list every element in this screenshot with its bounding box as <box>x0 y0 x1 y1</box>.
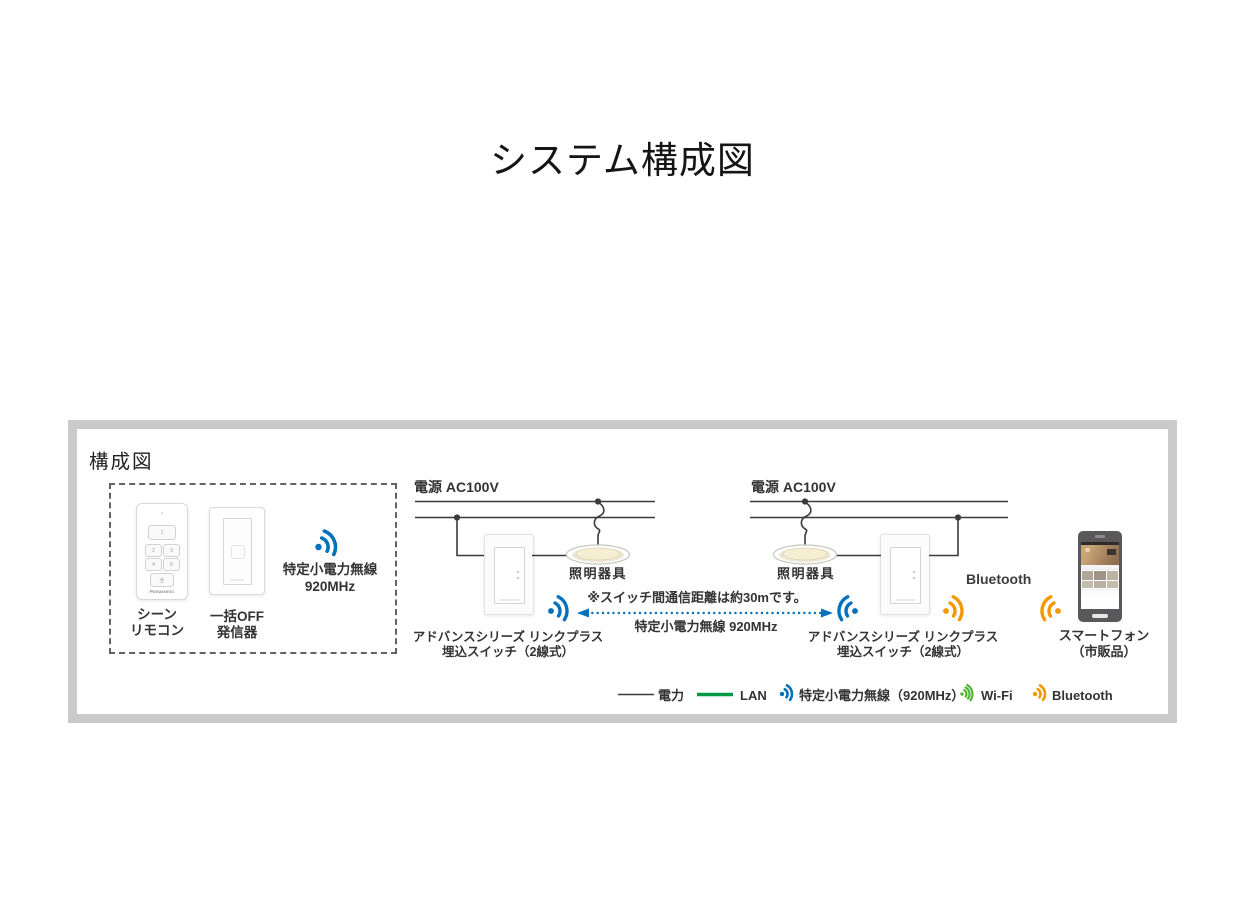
remote-group-box <box>109 483 397 654</box>
phone-speaker <box>1095 535 1105 538</box>
remote-button-2: 2 <box>145 544 162 557</box>
scene-remote-label: シーン リモコン <box>130 607 184 638</box>
all-off-label: 一括OFF 発信器 <box>210 609 264 640</box>
bluetooth-label: Bluetooth <box>966 571 1032 587</box>
remote-button-4: 4 <box>145 558 162 571</box>
fixture-label-left: 照明器具 <box>568 566 628 581</box>
legend-bluetooth-label: Bluetooth <box>1052 687 1113 703</box>
remote-button-3: 3 <box>163 544 180 557</box>
phone-home-button <box>1092 614 1108 618</box>
remote-button-all: 全 <box>150 573 174 587</box>
switch-rocker <box>494 547 525 604</box>
all-off-label-strip <box>230 579 244 581</box>
all-off-transmitter <box>209 507 265 595</box>
smartphone-label: スマートフォン （市販品） <box>1058 628 1150 659</box>
remote-button-5: 5 <box>163 558 180 571</box>
phone-app-tiles <box>1081 570 1119 589</box>
switch-label-right: アドバンスシリーズ リンクプラス 埋込スイッチ（2線式） <box>807 630 999 659</box>
legend-lan-label: LAN <box>740 687 767 703</box>
diagram-heading: 構成図 <box>89 451 154 473</box>
switch-rocker <box>890 547 921 604</box>
legend-wifi-label: Wi-Fi <box>981 687 1013 703</box>
legend-radio-label: 特定小電力無線（920MHz） <box>799 687 965 703</box>
legend-power-label: 電力 <box>658 687 685 703</box>
remote-button-1: 1 <box>148 525 176 540</box>
phone-room-photo <box>1081 545 1119 565</box>
switch-label-left: アドバンスシリーズ リンクプラス 埋込スイッチ（2線式） <box>412 630 604 659</box>
remote-brand: Panasonic <box>149 588 175 594</box>
power-label-left: 電源 AC100V <box>414 479 499 495</box>
page-title: システム構成図 <box>490 140 755 181</box>
radio-920-label: 特定小電力無線 920MHz <box>282 562 378 594</box>
linkplus-switch-left <box>484 534 534 615</box>
fixture-label-right: 照明器具 <box>776 566 836 581</box>
linkplus-switch-right <box>880 534 930 615</box>
remote-led <box>161 512 163 514</box>
scene-remote: 1 2 3 4 5 全 Panasonic <box>136 503 188 600</box>
link-radio-label: 特定小電力無線 920MHz <box>634 619 778 634</box>
link-distance-note: ※スイッチ間通信距離は約30mです。 <box>587 590 807 605</box>
all-off-emblem <box>231 545 245 559</box>
all-off-plate <box>223 518 252 585</box>
smartphone <box>1078 531 1122 622</box>
power-label-right: 電源 AC100V <box>751 479 836 495</box>
phone-screen <box>1081 542 1119 609</box>
